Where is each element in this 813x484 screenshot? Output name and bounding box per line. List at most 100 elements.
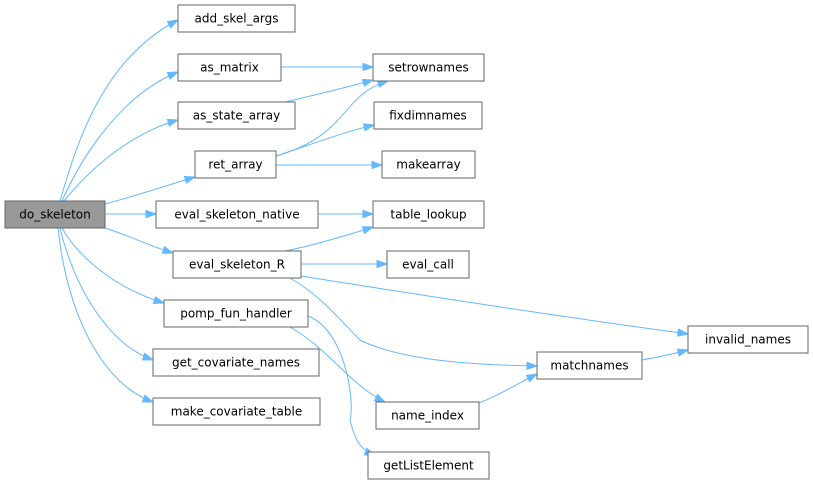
node-label: eval_call: [402, 258, 454, 272]
node-box[interactable]: [155, 200, 319, 229]
node-label: as_state_array: [193, 109, 280, 123]
node-box[interactable]: [177, 101, 296, 130]
edge-arrowhead: [677, 328, 690, 337]
edge-eval_skeleton_R-to-invalid_names: [300, 275, 690, 337]
node-label: matchnames: [550, 359, 628, 373]
node-box[interactable]: [177, 53, 282, 82]
node-label: table_lookup: [390, 208, 466, 222]
node-label: invalid_names: [705, 333, 791, 347]
edge-do_skeleton-to-as_state_array: [63, 118, 180, 202]
edge-do_skeleton-to-get_covariate_names: [59, 227, 155, 361]
edge-line: [284, 79, 374, 103]
node-box[interactable]: [4, 200, 106, 229]
node-eval-skeleton-native[interactable]: eval_skeleton_native: [155, 200, 319, 229]
call-graph-edges: [57, 19, 690, 456]
node-eval-call[interactable]: eval_call: [386, 250, 470, 279]
node-box[interactable]: [687, 325, 809, 354]
node-as-matrix[interactable]: as_matrix: [177, 53, 282, 82]
edge-line: [63, 119, 179, 202]
node-label: do_skeleton: [19, 208, 90, 222]
node-make-covariate-table[interactable]: make_covariate_table: [152, 397, 321, 426]
node-eval-skeleton-R[interactable]: eval_skeleton_R: [172, 250, 302, 279]
node-box[interactable]: [372, 200, 485, 229]
edge-arrowhead: [152, 295, 166, 305]
edge-arrowhead: [676, 348, 690, 357]
node-makearray[interactable]: makearray: [381, 150, 476, 179]
node-box[interactable]: [194, 150, 277, 179]
edge-arrowhead: [362, 62, 375, 72]
node-label: get_covariate_names: [172, 356, 300, 370]
node-box[interactable]: [386, 250, 470, 279]
edge-do_skeleton-to-ret_array: [104, 176, 197, 205]
edge-do_skeleton-to-pomp_fun_handler: [61, 227, 166, 305]
node-label: pomp_fun_handler: [180, 307, 292, 321]
node-as-state-array[interactable]: as_state_array: [177, 101, 296, 130]
edge-line: [59, 227, 154, 361]
edge-ret_array-to-fixdimnames: [275, 123, 376, 157]
node-pomp-fun-handler[interactable]: pomp_fun_handler: [163, 299, 309, 328]
edge-do_skeleton-to-make_covariate_table: [57, 227, 155, 403]
node-invalid-names[interactable]: invalid_names: [687, 325, 809, 354]
edge-name_index-to-matchnames: [478, 373, 539, 404]
node-get-covariate-names[interactable]: get_covariate_names: [152, 348, 320, 377]
node-box[interactable]: [163, 299, 309, 328]
node-box[interactable]: [152, 348, 320, 377]
edge-eval_skeleton_native-to-table_lookup: [318, 209, 375, 219]
edge-line: [104, 176, 196, 205]
edge-line: [307, 315, 376, 456]
node-box[interactable]: [375, 401, 480, 430]
node-label: eval_skeleton_native: [174, 208, 299, 222]
node-label: ret_array: [208, 158, 262, 172]
edge-arrowhead: [183, 176, 197, 185]
node-label: name_index: [391, 409, 464, 423]
edge-line: [275, 80, 389, 157]
node-do-skeleton[interactable]: do_skeleton: [4, 200, 106, 229]
node-ret-array[interactable]: ret_array: [194, 150, 277, 179]
edge-arrowhead: [371, 160, 384, 170]
edge-line: [289, 326, 386, 403]
edge-line: [275, 124, 375, 157]
node-getListElement[interactable]: getListElement: [367, 451, 490, 480]
edge-arrowhead: [166, 71, 180, 80]
node-name-index[interactable]: name_index: [375, 401, 480, 430]
edge-eval_skeleton_R-to-eval_call: [301, 259, 389, 269]
edge-arrowhead: [373, 393, 387, 403]
edge-arrowhead: [376, 259, 389, 269]
node-label: getListElement: [383, 459, 474, 473]
node-table-lookup[interactable]: table_lookup: [372, 200, 485, 229]
node-fixdimnames[interactable]: fixdimnames: [373, 101, 483, 130]
edge-line: [59, 19, 179, 202]
edge-line: [289, 277, 538, 367]
edge-arrowhead: [166, 118, 180, 127]
edge-arrowhead: [145, 209, 158, 219]
node-box[interactable]: [172, 250, 302, 279]
edge-do_skeleton-to-eval_skeleton_R: [104, 227, 175, 254]
node-setrownames[interactable]: setrownames: [372, 53, 485, 82]
node-add-skel-args[interactable]: add_skel_args: [177, 4, 296, 33]
node-box[interactable]: [536, 351, 643, 380]
node-matchnames[interactable]: matchnames: [536, 351, 643, 380]
node-box[interactable]: [152, 397, 321, 426]
node-box[interactable]: [373, 101, 483, 130]
edge-arrowhead: [376, 79, 390, 89]
edge-as_state_array-to-setrownames: [284, 78, 375, 103]
edge-ret_array-to-makearray: [276, 160, 384, 170]
edge-arrowhead: [161, 245, 175, 254]
edge-arrowhead: [525, 373, 539, 383]
node-box[interactable]: [177, 4, 296, 33]
node-box[interactable]: [367, 451, 490, 480]
node-label: make_covariate_table: [171, 405, 302, 419]
edge-pomp_fun_handler-to-getListElement: [307, 315, 377, 456]
edge-line: [284, 226, 374, 252]
call-graph-nodes: do_skeleton add_skel_args as_matrix as_stat…: [4, 4, 809, 480]
edge-matchnames-to-invalid_names: [641, 348, 690, 361]
edge-line: [61, 71, 179, 202]
node-box[interactable]: [372, 53, 485, 82]
edge-line: [57, 227, 154, 403]
edge-arrowhead: [361, 78, 375, 87]
node-box[interactable]: [381, 150, 476, 179]
edge-eval_skeleton_R-to-matchnames: [289, 277, 539, 371]
edge-do_skeleton-to-add_skel_args: [59, 19, 180, 202]
edge-line: [104, 227, 174, 254]
